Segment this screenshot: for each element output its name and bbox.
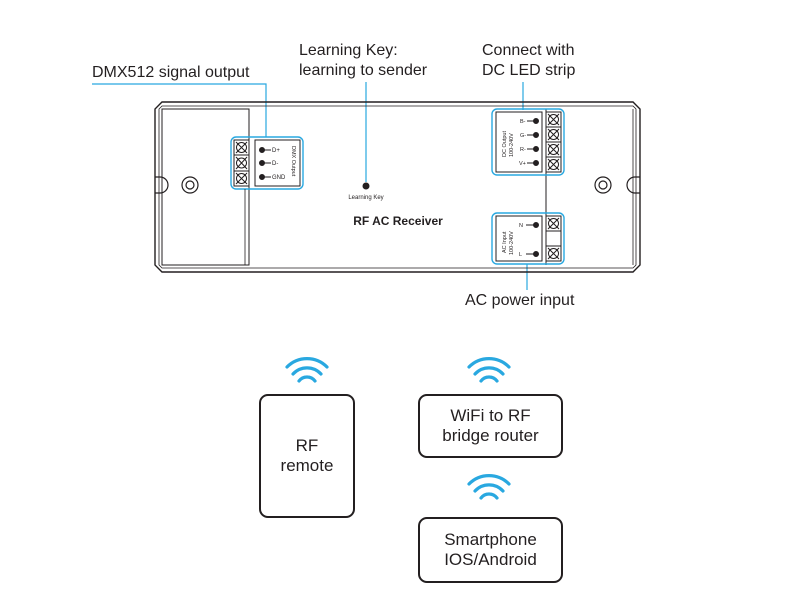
dmx-terminal-d-minus: D- bbox=[272, 161, 278, 167]
device-housing bbox=[154, 101, 641, 273]
callout-learning-key-desc: learning to sender bbox=[299, 62, 428, 79]
callout-dmx-output: DMX512 signal output bbox=[92, 64, 250, 81]
callout-dc-strip-desc: DC LED strip bbox=[482, 62, 576, 79]
dc-terminal-g: G- bbox=[520, 133, 526, 139]
device-name: RF AC Receiver bbox=[353, 214, 443, 228]
wireless-signal-icon-wifi-bridge bbox=[467, 357, 511, 383]
right-mount-hole bbox=[594, 176, 640, 194]
learning-key-label: Learning Key bbox=[348, 195, 383, 201]
ac-input-terminal-block: AC Input 100-240V N L bbox=[491, 212, 565, 265]
ac-terminal-l: L bbox=[519, 252, 522, 258]
ac-block-voltage: 100-240V bbox=[509, 231, 515, 255]
dc-output-terminal-block: DC Output 100-240V B- G- R- V+ bbox=[491, 108, 565, 176]
wifi-bridge-label-line2: bridge router bbox=[442, 426, 539, 445]
smartphone-label-line1: Smartphone bbox=[444, 530, 537, 549]
dc-terminal-v-plus: V+ bbox=[519, 161, 526, 167]
rf-remote-label-line2: remote bbox=[280, 456, 334, 475]
rf-remote-box: RF remote bbox=[259, 394, 355, 518]
smartphone-box: Smartphone IOS/Android bbox=[418, 517, 563, 583]
wireless-signal-icon-rf-remote bbox=[285, 357, 329, 383]
dmx-terminal-gnd: GND bbox=[272, 175, 286, 181]
dc-block-title: DC Output bbox=[502, 131, 508, 157]
leader-line-dmx bbox=[92, 83, 267, 137]
dc-terminal-r: R- bbox=[520, 147, 526, 153]
leader-lines bbox=[92, 82, 528, 290]
wifi-bridge-label-line1: WiFi to RF bbox=[450, 406, 531, 425]
rf-remote-label-line1: RF bbox=[295, 436, 319, 455]
callout-ac-power: AC power input bbox=[465, 292, 575, 309]
dmx-terminal-block: D+ D- GND DMX Output bbox=[230, 136, 304, 190]
dmx-terminal-d-plus: D+ bbox=[272, 148, 280, 154]
ac-block-title: AC Input bbox=[502, 231, 508, 253]
callout-learning-key-title: Learning Key: bbox=[299, 42, 398, 59]
dc-terminal-b: B- bbox=[520, 119, 526, 125]
wifi-bridge-box: WiFi to RF bridge router bbox=[418, 394, 563, 458]
smartphone-label-line2: IOS/Android bbox=[444, 550, 537, 569]
left-mount-hole bbox=[155, 176, 199, 194]
dmx-block-title: DMX Output bbox=[290, 146, 296, 177]
wireless-signal-icon-smartphone bbox=[467, 474, 511, 500]
callout-dc-strip-title: Connect with bbox=[482, 42, 575, 59]
ac-terminal-n: N bbox=[519, 223, 523, 229]
dc-block-voltage: 100-240V bbox=[509, 133, 515, 157]
learning-key-button bbox=[362, 182, 370, 190]
